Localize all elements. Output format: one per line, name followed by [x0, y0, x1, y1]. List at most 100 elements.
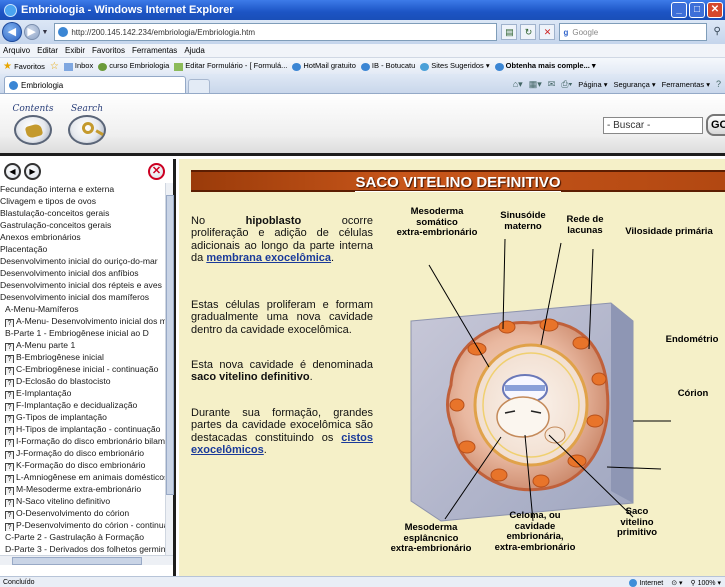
toc-item[interactable]: ?H-Tipos de implantação - continuação [0, 423, 173, 435]
menu-favorites[interactable]: Favoritos [92, 46, 125, 55]
fav-ib-botucatu[interactable]: IB - Botucatu [360, 61, 415, 71]
close-toc-icon[interactable]: ✕ [148, 163, 165, 180]
toc-item-label: C-Embriogênese inicial - continuação [16, 364, 159, 374]
menu-view[interactable]: Exibir [65, 46, 86, 55]
toc-item[interactable]: ?B-Embriogênese inicial [0, 351, 173, 363]
toc-item[interactable]: Clivagem e tipos de ovos [0, 195, 173, 207]
mail-read-icon[interactable]: ✉ [547, 78, 556, 89]
new-tab-button[interactable] [188, 79, 210, 93]
tab-embriologia[interactable]: Embriologia [4, 76, 186, 93]
window-title: Embriologia - Windows Internet Explorer [21, 4, 234, 16]
refresh-icon[interactable]: ↻ [520, 24, 537, 40]
web-search-input[interactable]: g Google [559, 23, 708, 41]
back-button[interactable]: ◀ [2, 22, 22, 42]
toc-item[interactable]: Gastrulação-conceitos gerais [0, 219, 173, 231]
toc-item-label: A-Menu- Desenvolvimento inicial dos mamí… [16, 316, 173, 326]
toc-item[interactable]: C-Parte 2 - Gastrulação à Formação [0, 531, 173, 543]
toc-item[interactable]: ?P-Desenvolvimento do córion - continuaç… [0, 519, 173, 531]
address-tools: ▤ ↻ ✕ [501, 24, 556, 40]
toc-item[interactable]: ?N-Saco vitelino definitivo [0, 495, 173, 507]
fav-inbox[interactable]: Inbox [63, 61, 93, 71]
toc-item-label: E-Implantação [16, 388, 72, 398]
toc-item[interactable]: A-Menu-Mamíferos [0, 303, 173, 315]
toc-item[interactable]: Blastulação-conceitos gerais [0, 207, 173, 219]
toc-item-label: I-Formação do disco embrionário bilamina… [16, 436, 173, 446]
cmd-tools[interactable]: Ferramentas ▾ [661, 79, 710, 89]
cmd-security[interactable]: Segurança ▾ [613, 79, 656, 89]
address-bar-row: ◀ ▶ ▼ http://200.145.142.234/embriologia… [0, 20, 725, 44]
help-icon[interactable]: ? [715, 79, 721, 89]
toc-item[interactable]: ?A-Menu parte 1 [0, 339, 173, 351]
toc-item[interactable]: D-Parte 3 - Derivados dos folhetos germi… [0, 543, 173, 555]
toc-item[interactable]: ?C-Embriogênese inicial - continuação [0, 363, 173, 375]
fav-editar-formulario[interactable]: Editar Formulário - [ Formulá... [174, 61, 287, 71]
favorites-button[interactable]: ★ Favoritos [3, 61, 45, 72]
toc-item[interactable]: Placentação [0, 243, 173, 255]
toc-item[interactable]: ?O-Desenvolvimento do córion [0, 507, 173, 519]
forward-button[interactable]: ▶ [23, 24, 40, 40]
fav-curso[interactable]: curso Embriologia [98, 61, 169, 71]
menu-edit[interactable]: Editar [37, 46, 59, 55]
history-dropdown-icon[interactable]: ▼ [41, 28, 49, 36]
toc-item[interactable]: ?G-Tipos de implantação [0, 411, 173, 423]
maximize-button[interactable]: □ [689, 2, 705, 18]
toc-item[interactable]: Desenvolvimento inicial dos mamíferos [0, 291, 173, 303]
menu-help[interactable]: Ajuda [184, 46, 205, 55]
fav-sites-sugeridos[interactable]: Sites Sugeridos ▾ [420, 61, 490, 71]
close-window-button[interactable]: ✕ [707, 2, 723, 18]
menu-tools[interactable]: Ferramentas [131, 46, 178, 55]
cistos-exocelomicos-link[interactable]: cistos exocelômicos [191, 431, 373, 456]
toc-item[interactable]: ?K-Formação do disco embrionário [0, 459, 173, 471]
web-search-icon[interactable]: ⚲ [713, 26, 721, 37]
tab-page-icon [9, 80, 18, 90]
toc-item[interactable]: ?D-Eclosão do blastocisto [0, 375, 173, 387]
next-topic-icon[interactable]: ▶ [24, 163, 41, 180]
book-icon [14, 115, 52, 145]
toc-item[interactable]: ?M-Mesoderme extra-embrionário [0, 483, 173, 495]
toc-vertical-scrollbar[interactable] [165, 183, 174, 555]
toc-item[interactable]: Fecundação interna e externa [0, 183, 173, 195]
scrollbar-thumb[interactable] [166, 195, 174, 495]
go-button[interactable]: GO [706, 114, 725, 136]
label-corion: Córion [677, 388, 709, 399]
toc-item[interactable]: B-Parte 1 - Embriogênese inicial ao D [0, 327, 173, 339]
toc-item[interactable]: Desenvolvimento inicial do ouriço-do-mar [0, 255, 173, 267]
toc-horizontal-scrollbar[interactable] [0, 555, 173, 565]
toc-item[interactable]: ?L-Amniogênese em animais domésticos [0, 471, 173, 483]
toc-item[interactable]: ?I-Formação do disco embrionário bilamin… [0, 435, 173, 447]
toc-item[interactable]: ?F-Implantação e decidualização [0, 399, 173, 411]
home-icon[interactable]: ⌂▾ [512, 78, 523, 89]
fav-hotmail[interactable]: HotMail gratuito [292, 61, 356, 71]
toc-item-label: D-Parte 3 - Derivados dos folhetos germi… [5, 544, 173, 554]
site-search-input[interactable]: - Buscar - [603, 117, 703, 134]
minimize-button[interactable]: _ [671, 2, 687, 18]
toc-item[interactable]: ?E-Implantação [0, 387, 173, 399]
form-icon [174, 62, 184, 71]
stop-icon[interactable]: ✕ [539, 24, 556, 40]
zone-indicator[interactable]: Internet [629, 578, 663, 587]
feeds-icon[interactable]: ▦▾ [528, 78, 542, 89]
toc-item-label: Desenvolvimento inicial dos anfíbios [0, 268, 139, 278]
zoom-control[interactable]: ⚲ 100% ▾ [690, 579, 721, 587]
toc-item[interactable]: Desenvolvimento inicial dos répteis e av… [0, 279, 173, 291]
scrollbar-thumb[interactable] [12, 557, 142, 565]
protected-mode-icon[interactable]: ⊙ ▾ [671, 579, 683, 587]
menu-file[interactable]: Arquivo [3, 46, 31, 55]
prev-topic-icon[interactable]: ◀ [4, 163, 21, 180]
fav-obtenha-mais[interactable]: Obtenha mais comple... ▾ [494, 61, 596, 71]
menu-bar: Arquivo Editar Exibir Favoritos Ferramen… [0, 44, 725, 58]
membrana-exocelomica-link[interactable]: membrana exocelômica [206, 251, 332, 264]
url-field[interactable]: http://200.145.142.234/embriologia/Embri… [54, 23, 498, 41]
toc-item[interactable]: ?J-Formação do disco embrionário [0, 447, 173, 459]
contents-button[interactable]: Contents [8, 104, 58, 148]
cmd-page[interactable]: Página ▾ [578, 79, 608, 89]
toc-item[interactable]: Anexos embrionários [0, 231, 173, 243]
toc-item[interactable]: ?A-Menu- Desenvolvimento inicial dos mam… [0, 315, 173, 327]
compatibility-icon[interactable]: ▤ [501, 24, 518, 40]
topic-page-icon: ? [5, 475, 14, 483]
window-controls: _ □ ✕ [671, 2, 723, 18]
search-toolbar-button[interactable]: Search [62, 104, 112, 148]
add-favorite-icon[interactable]: ☆ [49, 60, 59, 72]
toc-item[interactable]: Desenvolvimento inicial dos anfíbios [0, 267, 173, 279]
print-icon[interactable]: ⎙▾ [561, 78, 573, 89]
